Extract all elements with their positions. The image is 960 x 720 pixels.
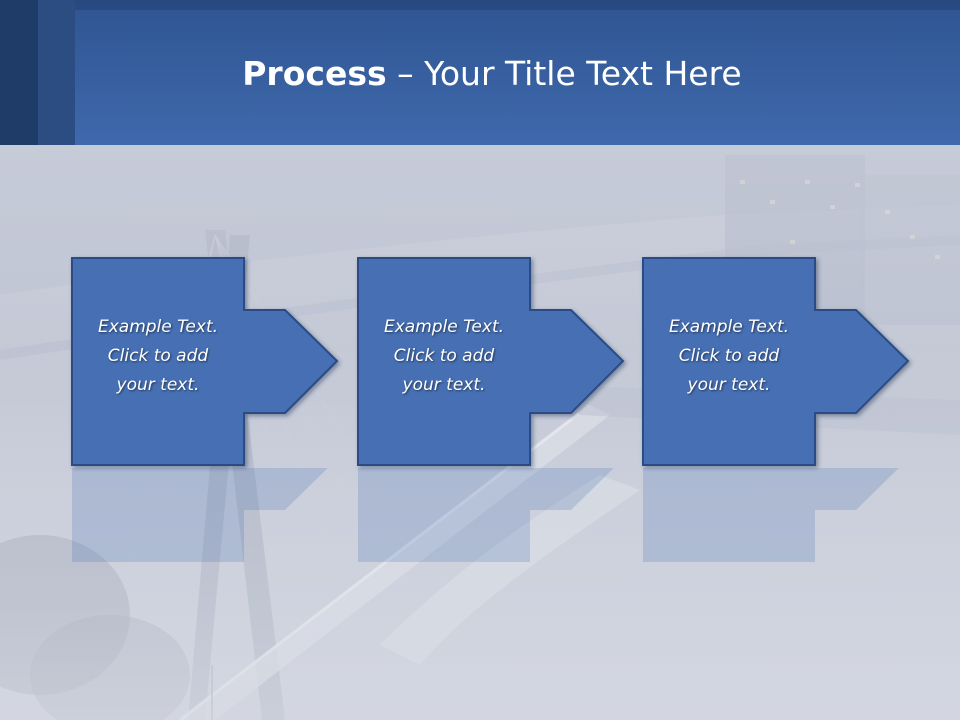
title-regular-part: – Your Title Text Here xyxy=(386,54,742,93)
header-mid-strip xyxy=(38,0,75,145)
step-3-reflection xyxy=(642,468,912,563)
slide-header: Process – Your Title Text Here xyxy=(0,0,960,145)
step-2-reflection xyxy=(357,468,627,563)
step-arrow-shape xyxy=(642,257,910,466)
process-step-1[interactable]: Example Text. Click to add your text. xyxy=(71,257,341,467)
step-text[interactable]: Example Text. Click to add your text. xyxy=(383,317,505,395)
step-arrow-shape xyxy=(71,257,339,466)
step-text[interactable]: Example Text. Click to add your text. xyxy=(668,317,790,395)
step-1-reflection xyxy=(71,468,341,563)
header-dark-strip xyxy=(0,0,38,145)
step-text[interactable]: Example Text. Click to add your text. xyxy=(97,317,219,395)
title-bold-part: Process xyxy=(242,54,387,93)
process-step-2[interactable]: Example Text. Click to add your text. xyxy=(357,257,627,467)
slide-title[interactable]: Process – Your Title Text Here xyxy=(0,52,960,96)
process-step-3[interactable]: Example Text. Click to add your text. xyxy=(642,257,912,467)
header-top-band xyxy=(75,0,960,10)
step-arrow-shape xyxy=(357,257,625,466)
